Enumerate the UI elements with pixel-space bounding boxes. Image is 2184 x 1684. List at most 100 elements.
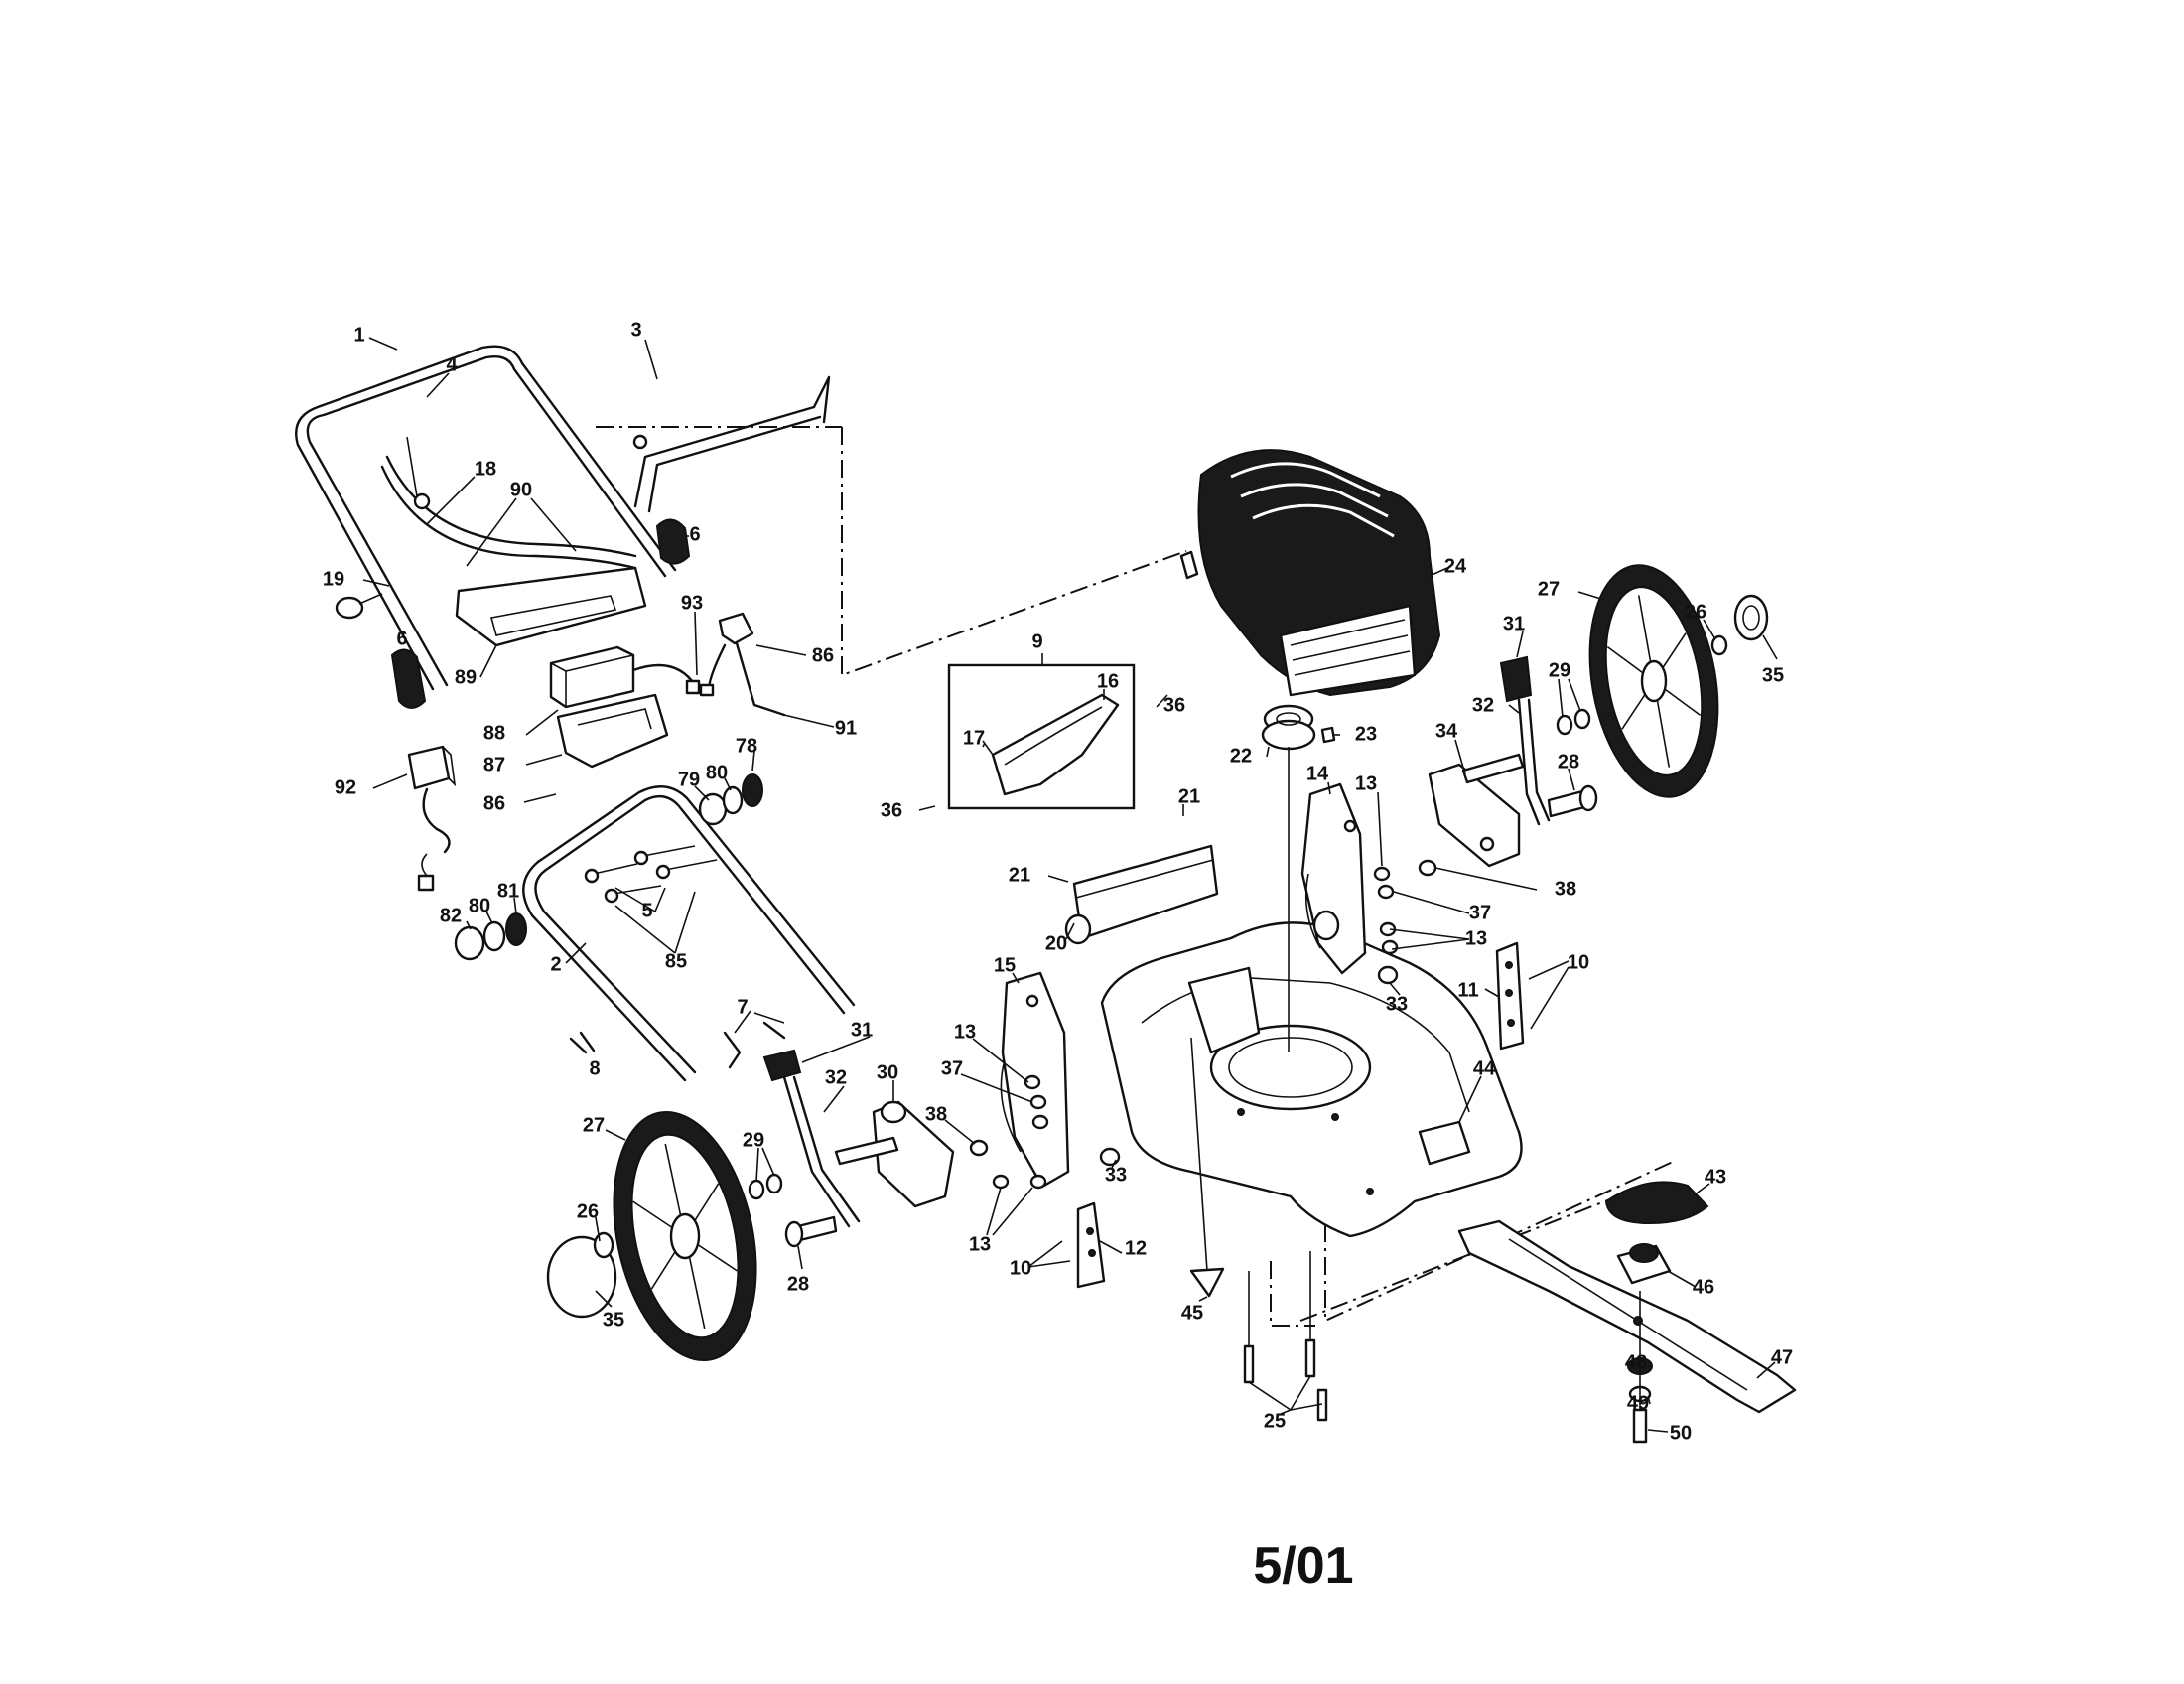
- callout-c21a: 21: [1178, 785, 1200, 807]
- callout-c25: 25: [1264, 1410, 1286, 1432]
- revision-date: 5/01: [1253, 1537, 1353, 1595]
- axle-bracket-34: [1428, 753, 1525, 868]
- callout-c34: 34: [1435, 720, 1458, 742]
- blade-47: [1457, 1219, 1797, 1414]
- callout-c8: 8: [589, 1057, 600, 1079]
- callout-c32b: 32: [825, 1066, 847, 1088]
- leader-lines: [362, 337, 1778, 1433]
- callout-c82: 82: [440, 905, 462, 926]
- callout-c19: 19: [323, 568, 344, 590]
- callout-c79: 79: [678, 769, 700, 790]
- handle-bolts-85: [584, 845, 718, 904]
- callout-labels: 1234566789101011121313131314151617181920…: [323, 319, 1793, 1444]
- callout-c33b: 33: [1105, 1164, 1127, 1186]
- upper-handle: [295, 345, 677, 691]
- hubcap-35-left: [546, 1231, 617, 1319]
- hubcap-35-right: [1710, 594, 1769, 656]
- callout-c1: 1: [353, 324, 364, 346]
- callout-c36a: 36: [1163, 694, 1185, 716]
- flap-45: [1189, 1037, 1225, 1298]
- height-plate-14: [1300, 782, 1367, 975]
- axle-bolt-28-left: [784, 1215, 838, 1248]
- callout-c3: 3: [630, 319, 641, 341]
- callout-c5: 5: [641, 900, 652, 921]
- mower-deck-44: [1100, 921, 1523, 1238]
- lower-handle: [522, 785, 856, 1082]
- callout-c87: 87: [483, 754, 505, 775]
- callout-c27b: 27: [583, 1114, 605, 1136]
- pulley-22: [1261, 704, 1316, 1052]
- height-lever-32-right: [1499, 655, 1551, 826]
- baffle-12: [1076, 1201, 1106, 1289]
- control-bar: [380, 436, 637, 570]
- callout-c6b: 6: [396, 628, 407, 649]
- callout-c23: 23: [1355, 723, 1377, 745]
- callout-c11: 11: [1457, 979, 1478, 1001]
- callout-c44: 44: [1473, 1057, 1496, 1079]
- callout-c15: 15: [994, 954, 1016, 976]
- callout-c36b: 36: [881, 799, 902, 821]
- starter-handle-loop: [335, 593, 383, 620]
- callout-c20: 20: [1045, 932, 1067, 954]
- callout-c13c: 13: [954, 1021, 976, 1043]
- engine-24: [1197, 449, 1441, 697]
- baffle-11: [1495, 941, 1525, 1051]
- callout-c4: 4: [446, 353, 458, 375]
- battery-holder-87: [556, 693, 669, 769]
- blade-adapter-43: [1604, 1181, 1709, 1225]
- ignition-switch-91: [699, 612, 786, 717]
- callout-c13d: 13: [969, 1233, 991, 1255]
- callout-c85: 85: [665, 950, 687, 972]
- callout-c29a: 29: [1549, 659, 1570, 681]
- callout-c37b: 37: [941, 1057, 963, 1079]
- axle-bracket-30: [834, 1100, 955, 1208]
- washers-29-right: [1556, 708, 1591, 736]
- callout-c12: 12: [1125, 1237, 1147, 1259]
- callout-c31a: 31: [1503, 613, 1525, 634]
- callout-c91: 91: [835, 717, 857, 739]
- callout-c10b: 10: [1010, 1257, 1031, 1279]
- callout-c31b: 31: [851, 1019, 873, 1041]
- blade-hub-46: [1616, 1243, 1672, 1285]
- callout-c46: 46: [1693, 1276, 1714, 1298]
- height-lever-32-left: [762, 1049, 861, 1228]
- bolts-13-left: [992, 1074, 1049, 1190]
- callout-c78: 78: [736, 735, 757, 757]
- callout-c22: 22: [1230, 745, 1252, 767]
- callout-c80b: 80: [469, 895, 490, 916]
- callout-c26a: 26: [1685, 601, 1706, 623]
- callout-c80a: 80: [706, 762, 728, 783]
- callout-c10a: 10: [1568, 951, 1589, 973]
- callout-c27a: 27: [1538, 578, 1560, 600]
- callout-c9: 9: [1031, 631, 1042, 652]
- callout-c88: 88: [483, 722, 505, 744]
- callout-c13b: 13: [1465, 927, 1487, 949]
- callout-c16: 16: [1097, 670, 1119, 692]
- callout-c86b: 86: [483, 792, 505, 814]
- callout-c28b: 28: [787, 1273, 809, 1295]
- callout-c38a: 38: [1555, 878, 1576, 900]
- callout-c6a: 6: [689, 523, 700, 545]
- callout-c93: 93: [681, 592, 703, 614]
- engine-bolts-25: [1243, 1251, 1328, 1422]
- rear-shield-20: [1064, 844, 1219, 945]
- callout-c13a: 13: [1355, 772, 1377, 794]
- callout-c21b: 21: [1009, 864, 1030, 886]
- axle-bolt-28-right: [1547, 784, 1598, 818]
- washer-38-left: [969, 1139, 989, 1157]
- callout-c26b: 26: [577, 1200, 599, 1222]
- callout-c2: 2: [550, 953, 561, 975]
- callout-c30: 30: [877, 1061, 898, 1083]
- battery-tray: [455, 566, 647, 647]
- washer-38-right: [1418, 859, 1437, 877]
- callout-c32a: 32: [1472, 694, 1494, 716]
- washers-29-left: [748, 1173, 783, 1200]
- clips-7-8: [569, 1021, 786, 1069]
- handle-knob-6: [390, 518, 691, 709]
- control-cable-3: [632, 375, 831, 513]
- nut-33: [1099, 965, 1399, 1167]
- callout-c45: 45: [1181, 1302, 1203, 1324]
- bolts-13-right: [1373, 866, 1399, 955]
- spark-plug-dash: [1179, 550, 1199, 580]
